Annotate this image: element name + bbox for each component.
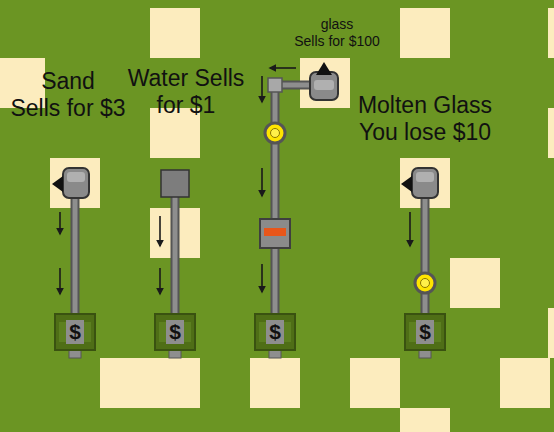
- machine-body: [310, 72, 338, 100]
- sand-extractor: [52, 168, 89, 198]
- sell-price-label: glass Sells for $100: [294, 16, 380, 49]
- conveyor: [275, 85, 310, 318]
- seller-dollar-sign-box: $: [66, 320, 84, 344]
- seller-body: [255, 314, 295, 350]
- furnace-body: [260, 219, 290, 248]
- line-spacer: [287, 16, 309, 33]
- conveyor: [73, 198, 78, 318]
- seller-body: [55, 314, 95, 350]
- loss-label-box: Molten Glass You lose $10: [350, 92, 500, 146]
- sand-tile: [350, 358, 400, 408]
- seller: [55, 314, 95, 358]
- sell-price-label-box: Water Sells for $1: [121, 65, 251, 119]
- ring-core: [421, 279, 430, 288]
- flow-arrow: [159, 216, 161, 246]
- furnace-glow: [264, 228, 286, 236]
- sand-tile: [400, 408, 450, 432]
- line-spacer: [3, 68, 38, 95]
- machine-top: [416, 172, 434, 182]
- seller: [405, 314, 445, 358]
- machine-body: [412, 168, 438, 198]
- seller-dollar-sign: $: [69, 320, 81, 343]
- sand-tile: [548, 308, 554, 358]
- sand-tile: [548, 8, 554, 58]
- seller-dollar-sign-box: $: [266, 320, 284, 344]
- conveyor: [423, 198, 428, 318]
- sell-price-label: Sand Sells for $3: [10, 68, 125, 121]
- output-arrow: [316, 62, 332, 75]
- machine-body: [63, 168, 89, 198]
- ring: [415, 273, 435, 293]
- sand-tile: [450, 258, 500, 308]
- water-source: [161, 170, 189, 197]
- seller: [255, 314, 295, 358]
- output-arrow: [401, 176, 412, 192]
- sell-price-label-box: Sand Sells for $3: [3, 68, 133, 122]
- sand-tile: [150, 8, 200, 58]
- sellers: [55, 314, 445, 358]
- output-arrow: [52, 176, 63, 192]
- flow-arrow: [59, 212, 61, 234]
- loss-label: Molten Glass You lose $10: [358, 92, 492, 145]
- seller-dollar-sign: $: [269, 320, 281, 343]
- sell-price-label-box: glass Sells for $100: [287, 16, 387, 50]
- sell-price-label: Water Sells for $1: [128, 65, 245, 118]
- sand-tile: [500, 358, 550, 408]
- sand-tile: [250, 358, 300, 408]
- seller-dollar-sign: $: [169, 320, 181, 343]
- furnace: [260, 219, 290, 248]
- glass-extractor: [310, 62, 338, 100]
- seller-dollar-sign-box: $: [166, 320, 184, 344]
- machine-top: [314, 80, 334, 90]
- flow-arrow: [261, 76, 263, 102]
- upgrader-ring: [265, 123, 435, 293]
- line-spacer: [365, 16, 387, 33]
- sand-tiles: [0, 8, 554, 432]
- flow-arrow: [261, 168, 263, 196]
- seller-body: [155, 314, 195, 350]
- conveyor: [421, 198, 430, 318]
- sand-tile: [548, 108, 554, 158]
- ring: [265, 123, 285, 143]
- seller-dollar-sign-box: $: [416, 320, 434, 344]
- flow-arrow: [261, 264, 263, 292]
- machine-top: [67, 172, 85, 182]
- flow-arrow: [270, 67, 296, 69]
- conveyor: [275, 85, 310, 318]
- ring-core: [271, 129, 280, 138]
- seller-dollar-sign: $: [419, 320, 431, 343]
- molten-extractor: [401, 168, 438, 198]
- conveyor: [173, 196, 178, 318]
- flow-arrow: [159, 268, 161, 294]
- sand-tile: [400, 8, 450, 58]
- seller-body: [405, 314, 445, 350]
- flow-arrow: [409, 212, 411, 246]
- flow-arrow: [59, 268, 61, 294]
- seller: [155, 314, 195, 358]
- conveyor: [171, 196, 180, 318]
- conveyor: [71, 198, 80, 318]
- sand-tile: [100, 358, 200, 408]
- conveyor-elbow: [268, 78, 282, 92]
